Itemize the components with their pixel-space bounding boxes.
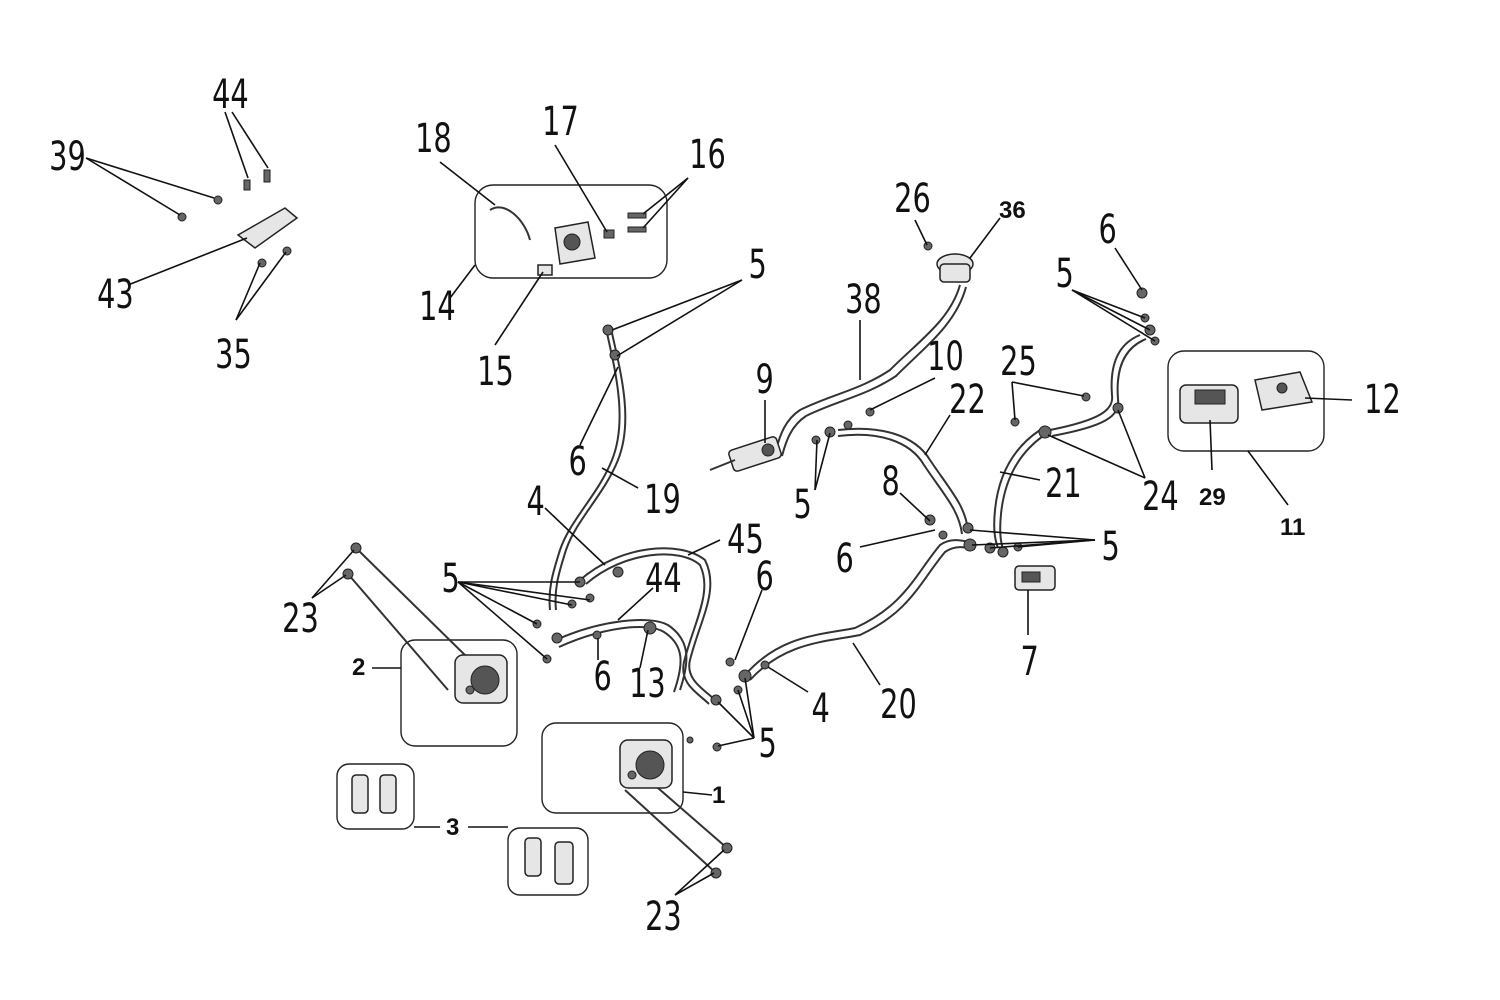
callout-5-lower: 5 <box>759 721 777 767</box>
callout-5-top: 5 <box>749 242 767 288</box>
callout-43: 44 <box>212 72 249 118</box>
callout-35: 38 <box>845 277 882 323</box>
callout-38: 39 <box>49 134 86 180</box>
hose-44 <box>555 619 688 691</box>
group-box-3a <box>336 763 415 830</box>
hose-24 <box>1049 334 1141 431</box>
callout-5-mid: 5 <box>794 482 812 528</box>
callout-13: 13 <box>629 661 666 707</box>
callout-29: 29 <box>1199 484 1226 511</box>
hose-22 <box>837 427 969 531</box>
caliper-2 <box>454 654 508 704</box>
callout-6-left: 6 <box>594 654 612 700</box>
callout-3: 3 <box>446 814 459 841</box>
callout-4-right: 4 <box>812 686 830 732</box>
switch-7 <box>1014 565 1056 591</box>
callout-6-mid: 6 <box>836 536 854 582</box>
caliper-1 <box>619 739 673 789</box>
hose-35 <box>775 284 961 451</box>
callout-39: 43 <box>97 272 134 318</box>
callout-26: 26 <box>894 176 931 222</box>
bracket-39 <box>177 169 299 268</box>
brake-pads-3 <box>351 774 574 885</box>
callout-23-left: 23 <box>282 596 319 642</box>
brake-hoses <box>347 284 1147 874</box>
callout-11: 11 <box>1280 514 1305 541</box>
callout-24: 24 <box>1142 474 1179 520</box>
group-box-11 <box>1167 350 1325 452</box>
callout-44-label: 44 <box>645 556 682 602</box>
callout-25: 25 <box>1000 339 1037 385</box>
callout-21: 21 <box>1045 461 1082 507</box>
callout-1: 1 <box>712 782 725 809</box>
callout-15: 15 <box>477 349 514 395</box>
callout-6-hose19: 6 <box>569 439 587 485</box>
leader-lines <box>85 111 1353 896</box>
callout-22: 22 <box>949 377 986 423</box>
callout-20: 20 <box>880 682 917 728</box>
group-box-3b <box>507 827 589 896</box>
callout-19: 19 <box>644 477 681 523</box>
callout-5-right-top: 5 <box>1056 251 1074 297</box>
hose-21 <box>993 429 1041 549</box>
callout-10: 10 <box>927 334 964 380</box>
callout-8: 8 <box>882 459 900 505</box>
callout-4-left: 4 <box>527 479 545 525</box>
callout-14: 14 <box>419 284 456 330</box>
callout-labels: 44 39 43 35 18 17 16 14 15 5 6 19 4 45 4… <box>49 72 1401 940</box>
callout-6-right-top: 6 <box>1099 207 1117 253</box>
callout-34: 35 <box>215 332 252 378</box>
master-cylinder-9 <box>709 436 782 472</box>
callout-5-right: 5 <box>1102 524 1120 570</box>
hose-20 <box>744 539 971 676</box>
callout-5-left: 5 <box>442 556 460 602</box>
callout-23-lower: 23 <box>645 894 682 940</box>
callout-45: 45 <box>727 517 764 563</box>
callout-18: 18 <box>415 116 452 162</box>
group-box-14 <box>474 184 668 279</box>
group-box-2 <box>400 639 518 747</box>
callout-36-label: 36 <box>999 197 1026 224</box>
callout-9: 9 <box>756 357 774 403</box>
hose-45 <box>579 547 716 701</box>
group-box-1 <box>541 722 684 814</box>
callout-6-right: 6 <box>756 554 774 600</box>
callout-16: 16 <box>689 132 726 178</box>
master-cylinder-14 <box>489 206 647 276</box>
callout-7: 7 <box>1021 639 1039 685</box>
master-cylinder-11 <box>1179 371 1314 424</box>
reservoir-36 <box>936 253 974 283</box>
callout-17: 17 <box>542 99 579 145</box>
hose-19 <box>548 332 621 611</box>
fittings <box>342 241 1160 879</box>
callout-12: 12 <box>1364 377 1401 423</box>
callout-2: 2 <box>352 654 365 681</box>
